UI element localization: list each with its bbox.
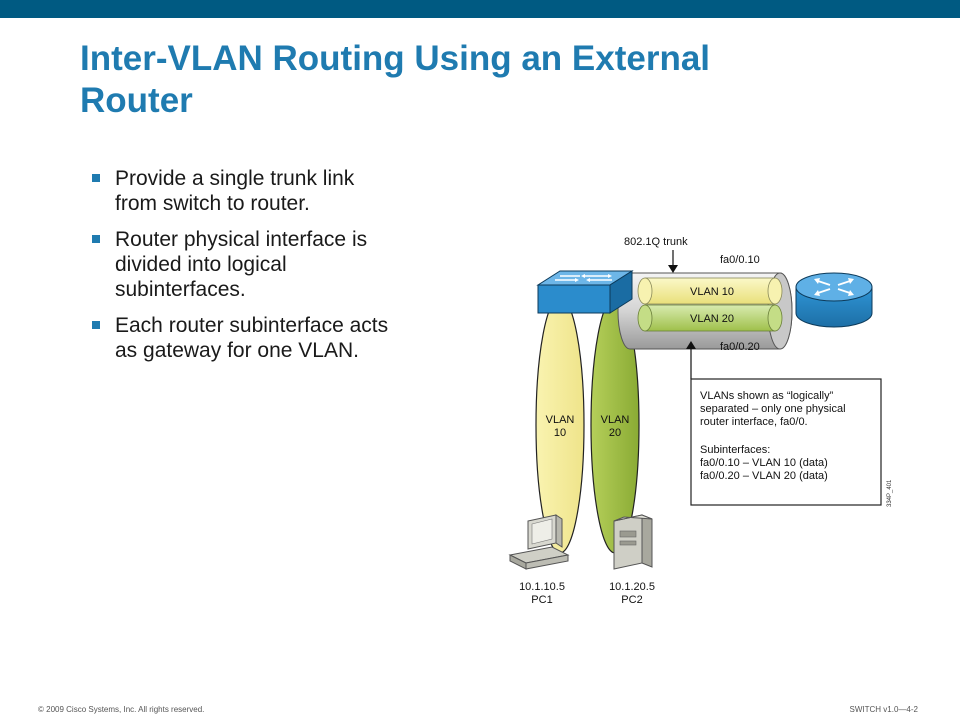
note-line: VLANs shown as “logically”	[700, 390, 834, 402]
note-box	[690, 378, 882, 506]
pipe-vlan20-label: VLAN 20	[690, 313, 734, 325]
note-line: Subinterfaces:	[700, 444, 770, 456]
top-bar	[0, 0, 960, 18]
footer-copyright: © 2009 Cisco Systems, Inc. All rights re…	[38, 705, 205, 714]
vlan10-oval-number: 10	[554, 427, 566, 439]
switch-icon	[536, 270, 634, 314]
note-line: fa0/0.10 – VLAN 10 (data)	[700, 457, 828, 469]
slide-title: Inter-VLAN Routing Using an External Rou…	[80, 38, 900, 122]
square-bullet-icon	[92, 235, 100, 243]
bullet-text: Each router subinterface acts as gateway…	[115, 313, 490, 363]
bullet-line: as gateway for one VLAN.	[115, 339, 359, 362]
pc2-tower-icon	[613, 514, 653, 570]
bullet-item: Router physical interface is divided int…	[90, 227, 490, 302]
pc2-name: PC2	[621, 594, 642, 606]
slide-title-line-2: Router	[80, 81, 193, 120]
figure-id: 334P_401	[887, 479, 893, 507]
vlan20-oval-number: 20	[609, 427, 621, 439]
trunk-pipe: VLAN 10 VLAN 20	[617, 272, 793, 350]
bullet-item: Each router subinterface acts as gateway…	[90, 313, 490, 363]
bullet-line: from switch to router.	[115, 192, 310, 215]
network-diagram: VLAN 10 VLAN 20 VLAN 10 VLAN 20 802.1Q t…	[508, 236, 893, 606]
trunk-label: 802.1Q trunk	[624, 236, 688, 248]
subif-bottom-label: fa0/0.20	[720, 341, 760, 353]
vlan20-tube	[637, 304, 783, 332]
bullet-line: divided into logical	[115, 253, 287, 276]
note-line: separated – only one physical	[700, 403, 846, 415]
note-arrow-head	[686, 341, 696, 349]
router-icon	[795, 272, 873, 328]
bullet-line: Provide a single trunk link	[115, 167, 355, 190]
trunk-arrow-head	[668, 265, 678, 273]
vlan20-oval-label: VLAN	[601, 414, 630, 426]
square-bullet-icon	[92, 321, 100, 329]
bullet-text: Router physical interface is divided int…	[115, 227, 490, 302]
pc1-desktop-icon	[508, 514, 570, 570]
slide-title-line-1: Inter-VLAN Routing Using an External	[80, 39, 711, 78]
note-line: router interface, fa0/0.	[700, 416, 808, 428]
pc1-ip: 10.1.10.5	[519, 581, 565, 593]
bullet-line: Each router subinterface acts	[115, 314, 389, 337]
pipe-vlan10-label: VLAN 10	[690, 286, 734, 298]
bullet-line: Router physical interface is	[115, 228, 368, 251]
bullet-line: subinterfaces.	[115, 278, 246, 301]
vlan10-tube	[637, 277, 783, 305]
bullet-text: Provide a single trunk link from switch …	[115, 166, 490, 216]
pc2-ip: 10.1.20.5	[609, 581, 655, 593]
footer-slide-ref: SWITCH v1.0—4-2	[849, 705, 918, 714]
pc1-name: PC1	[531, 594, 552, 606]
note-line: fa0/0.20 – VLAN 20 (data)	[700, 470, 828, 482]
bullet-list: Provide a single trunk link from switch …	[90, 166, 490, 374]
square-bullet-icon	[92, 174, 100, 182]
subif-top-label: fa0/0.10	[720, 254, 760, 266]
bullet-item: Provide a single trunk link from switch …	[90, 166, 490, 216]
vlan10-oval-label: VLAN	[546, 414, 575, 426]
